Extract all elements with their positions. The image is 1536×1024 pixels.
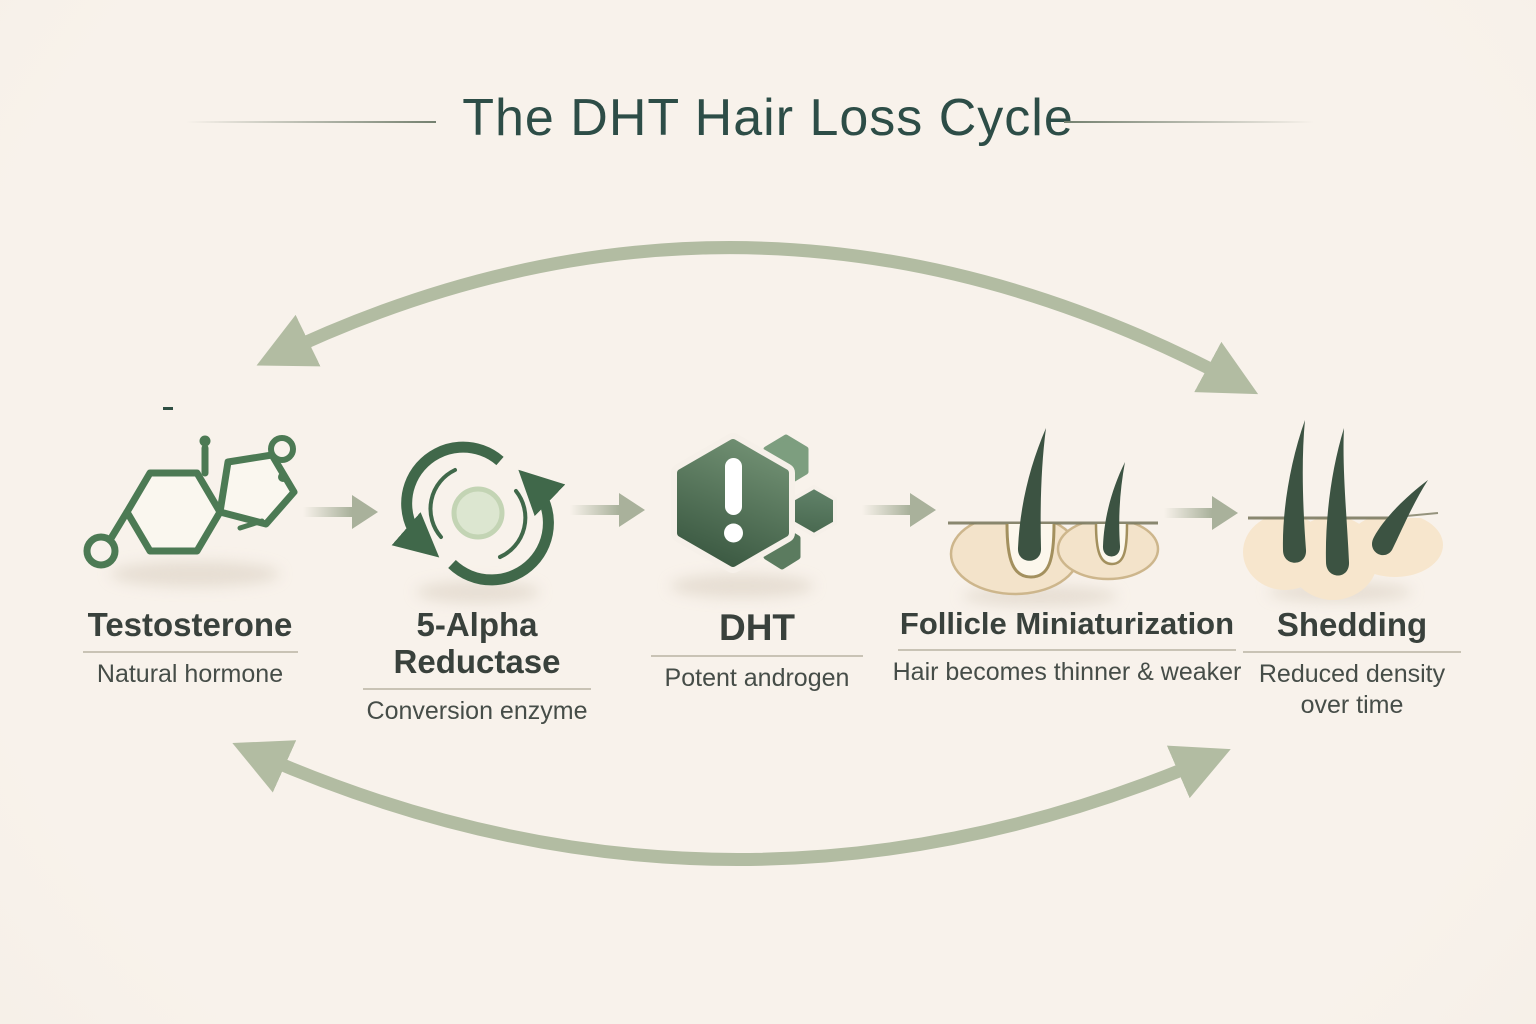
shedding-hairs-icon — [1243, 420, 1443, 600]
stage-subtitle: Hair becomes thinner & weaker — [892, 657, 1242, 686]
stage-follicle-miniaturization: Follicle Miniaturization Hair becomes th… — [877, 606, 1257, 688]
stage-title: Follicle Miniaturization — [899, 606, 1235, 641]
title-flourish-left — [186, 121, 436, 123]
stage-divider — [1243, 650, 1461, 653]
page-title: The DHT Hair Loss Cycle — [462, 89, 1074, 147]
title-flourish-right — [1064, 121, 1314, 123]
stage-subtitle: Potent androgen — [664, 664, 850, 693]
flow-arrow-4 — [1164, 496, 1238, 530]
stage-divider — [363, 687, 591, 690]
dht-hexagon-alert-icon — [671, 433, 837, 573]
cycle-arrow-top — [256, 241, 1259, 395]
stage-divider — [82, 650, 298, 653]
flow-arrow-2 — [570, 493, 645, 527]
stage-shedding: Shedding Reduced density over time — [1237, 606, 1467, 721]
stage-title: Shedding — [1276, 606, 1428, 643]
flow-arrow-3 — [862, 493, 936, 527]
cycle-arrow-bottom — [232, 740, 1231, 866]
stage-divider — [898, 648, 1236, 651]
stage-5-alpha-reductase: 5-Alpha Reductase Conversion enzyme — [347, 606, 607, 727]
flow-arrow-1 — [303, 495, 378, 529]
stage-testosterone: Testosterone Natural hormone — [60, 606, 320, 690]
icon-shadows — [110, 561, 1412, 606]
stage-title: DHT — [718, 607, 796, 648]
testosterone-molecule-icon — [83, 407, 298, 569]
stage-divider — [651, 655, 863, 658]
follicle-miniaturization-icon — [948, 428, 1160, 596]
stage-dht: DHT Potent androgen — [637, 607, 877, 695]
stage-subtitle: Reduced density over time — [1258, 659, 1446, 720]
stage-title: Testosterone — [87, 606, 293, 643]
conversion-cycle-icon — [391, 441, 566, 586]
stage-subtitle: Natural hormone — [96, 659, 284, 688]
stage-subtitle: Conversion enzyme — [366, 696, 588, 725]
stage-title: 5-Alpha Reductase — [393, 606, 561, 680]
